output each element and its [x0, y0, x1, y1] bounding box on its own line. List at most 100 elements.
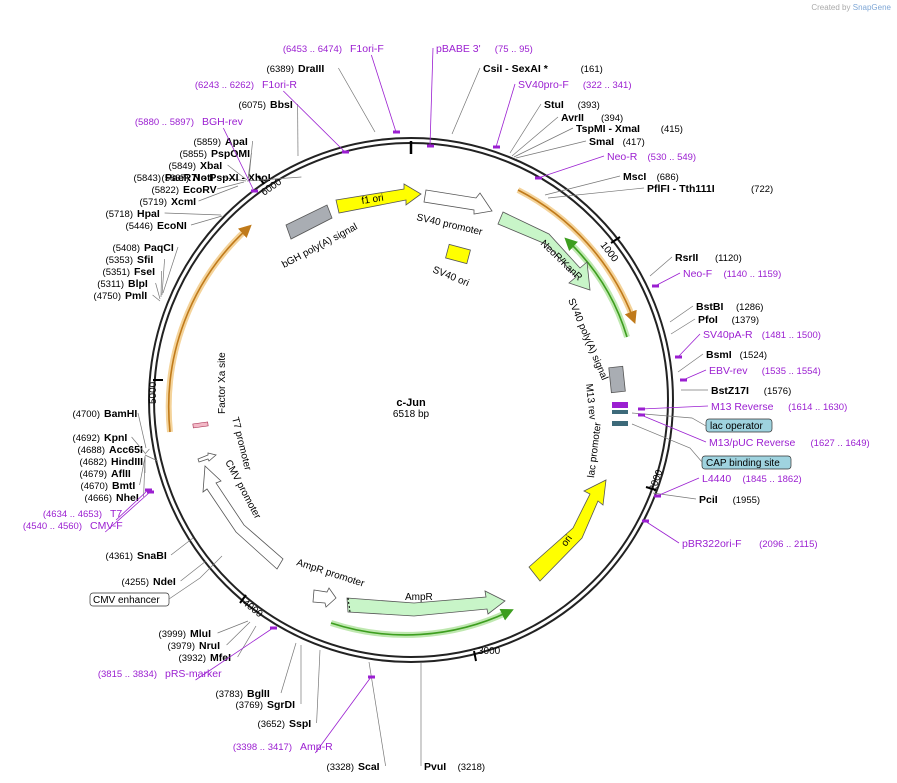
primer-prs-marker[interactable]: (3815 .. 3834)pRS-marker	[98, 626, 277, 681]
site-draiii[interactable]: (6389) DraIII	[267, 63, 376, 133]
primer-neo-r[interactable]: Neo-R(530 .. 549)	[535, 151, 696, 180]
lac-operator-box[interactable]: lac operator	[631, 412, 773, 433]
site-sfii[interactable]: (5353)SfiI	[106, 254, 165, 296]
site-apai[interactable]: (5859)ApaI	[194, 136, 253, 179]
primer-t7[interactable]: (4634 .. 4653)T7	[43, 488, 152, 521]
site-name: SfiI	[137, 254, 153, 266]
site-noti[interactable]: (5837)NotI	[162, 172, 247, 184]
site-paqci[interactable]: (5408) PaqCI	[113, 242, 179, 294]
site-name: BglII	[247, 688, 270, 700]
primer-cmv-f[interactable]: (4540 .. 4560)CMV-F	[23, 490, 154, 533]
site-xbai[interactable]: (5849)XbaI	[169, 160, 248, 181]
site-position: (722)	[751, 184, 773, 195]
site-bmti[interactable]: (4670)BmtI	[81, 456, 146, 492]
site-bglii[interactable]: (3783)BglII	[216, 642, 297, 700]
site-hindiii[interactable]: (4682)HindIII	[80, 454, 158, 468]
site-ndei[interactable]: (4255)NdeI	[122, 560, 207, 588]
primer-sv40pa-r[interactable]: SV40pA-R(1481 .. 1500)	[675, 329, 821, 359]
site-position: (3652)	[258, 719, 285, 730]
site-pfoi[interactable]: PfoI(1379)	[670, 314, 759, 335]
m13-rev-mark	[612, 402, 628, 408]
primer-pbr322ori-f[interactable]: pBR322ori-F(2096 .. 2115)	[642, 519, 818, 551]
site-kpni[interactable]: (4692)KpnI	[73, 432, 146, 454]
site-name: ScaI	[358, 761, 380, 773]
primer-pbabe-3[interactable]: pBABE 3'(75 .. 95)	[427, 43, 533, 148]
site-pflfi-tth111i[interactable]: PflFI - Tth111I (722)	[547, 183, 773, 199]
cap-binding-site-box[interactable]: CAP binding site	[631, 423, 792, 470]
primer-neo-f[interactable]: Neo-F(1140 .. 1159)	[652, 268, 781, 288]
site-bstz17i[interactable]: BstZ17I(1576)	[681, 385, 791, 397]
site-name: BstBI	[696, 301, 724, 313]
site-paer7i-pspxi-xhoi[interactable]: (5843)PaeR7I - PspXI - XhoI	[134, 172, 302, 184]
site-sgrdi[interactable]: (3769)SgrDI	[236, 645, 302, 711]
plasmid-name: c-Jun	[396, 397, 426, 409]
site-name: HindIII	[111, 456, 143, 468]
primer-m13-reverse[interactable]: M13 Reverse(1614 .. 1630)	[638, 401, 847, 413]
site-smai[interactable]: SmaI(417)	[515, 136, 645, 159]
site-avrii[interactable]: AvrII(394)	[511, 112, 623, 157]
site-bstbi[interactable]: BstBI(1286)	[669, 301, 763, 323]
primer-range: (1845 .. 1862)	[743, 474, 802, 485]
primer-f1ori-r[interactable]: (6243 .. 6262)F1ori-R	[195, 79, 349, 154]
site-msci[interactable]: MscI(686)	[544, 171, 679, 196]
cmv-enhancer-box[interactable]: CMV enhancer	[89, 555, 223, 607]
site-name: StuI	[544, 99, 564, 111]
site-scai[interactable]: (3328)ScaI	[327, 661, 386, 773]
site-name: SnaBI	[137, 550, 167, 562]
site-stui[interactable]: StuI(393)	[509, 99, 600, 154]
site-pmli[interactable]: (4750)PmlI	[94, 290, 161, 302]
site-position: (5446)	[126, 221, 153, 232]
site-name: DraIII	[298, 63, 324, 75]
primer-amp-r[interactable]: (3398 .. 3417)Amp-R	[233, 675, 375, 754]
site-position: (6075)	[239, 100, 266, 111]
f1-ori-label: f1 ori	[361, 193, 385, 207]
site-bbsi[interactable]: (6075)BbsI	[239, 99, 299, 157]
site-ecorv[interactable]: (5822)EcoRV	[152, 181, 245, 196]
site-sspi[interactable]: (3652) SspI	[258, 649, 321, 730]
primer-range: (1481 .. 1500)	[762, 330, 821, 341]
site-bsmi[interactable]: BsmI(1524)	[677, 349, 767, 373]
site-blpi[interactable]: (5311)BlpI	[97, 278, 161, 300]
site-name: PflFI - Tth111I	[647, 183, 715, 195]
primer-f1ori-f[interactable]: (6453 .. 6474)F1ori-F	[283, 43, 400, 134]
sv40-ori-label: SV40 ori	[431, 265, 471, 290]
site-mfei[interactable]: (3932)MfeI	[179, 625, 257, 664]
site-hpai[interactable]: (5718)HpaI	[106, 208, 222, 220]
site-name: PspOMI	[211, 148, 250, 160]
site-aflii[interactable]: (4679)AflII	[80, 456, 146, 480]
primer-bgh-rev[interactable]: (5880 .. 5897)BGH-rev	[135, 116, 258, 193]
site-position: (5408)	[113, 243, 140, 254]
site-fsei[interactable]: (5351)FseI	[103, 266, 162, 298]
site-bamhi[interactable]: (4700)BamHI	[73, 408, 147, 449]
site-pvui[interactable]: PvuI(3218)	[420, 663, 485, 773]
ampr-promoter-arrow	[312, 587, 337, 608]
primer-m13-puc-reverse[interactable]: M13/pUC Reverse(1627 .. 1649)	[638, 413, 870, 450]
site-nrui[interactable]: (3979)NruI	[168, 621, 251, 652]
site-name: MfeI	[210, 652, 231, 664]
site-position: (5859)	[194, 137, 221, 148]
site-name: PaqCI	[144, 242, 174, 254]
site-position: (4670)	[81, 481, 108, 492]
site-tspmi-xmai[interactable]: TspMI - XmaI(415)	[513, 123, 683, 158]
site-name: SspI	[289, 718, 311, 730]
site-csii-sexai[interactable]: CsiI - SexAI *(161)	[451, 63, 603, 135]
primer-ebv-rev[interactable]: EBV-rev(1535 .. 1554)	[680, 365, 821, 382]
primer-range: (6243 .. 6262)	[195, 80, 254, 91]
primer-l4440[interactable]: L4440(1845 .. 1862)	[654, 473, 802, 498]
primer-name: pBABE 3'	[436, 43, 481, 55]
site-position: (6389)	[267, 64, 294, 75]
site-xcmi[interactable]: (5719)XcmI	[140, 185, 239, 208]
primer-sv40pro-f[interactable]: SV40pro-F(322 .. 341)	[493, 79, 631, 149]
site-econi[interactable]: (5446)EcoNI	[126, 215, 223, 232]
site-position: (1120)	[715, 253, 742, 264]
site-pcii[interactable]: PciI(1955)	[652, 492, 760, 506]
site-mlui[interactable]: (3999)MluI	[159, 620, 249, 640]
site-acc65i[interactable]: (4688)Acc65I	[78, 444, 150, 456]
primer-range: (4634 .. 4653)	[43, 509, 102, 520]
site-rsrii[interactable]: RsrII(1120)	[649, 252, 742, 277]
site-name: PvuI	[424, 761, 446, 773]
svg-text:lac operator: lac operator	[710, 421, 763, 432]
primer-range: (1614 .. 1630)	[788, 402, 847, 413]
site-snabi[interactable]: (4361)SnaBI	[106, 537, 194, 562]
tick-4000: 4000	[239, 594, 265, 620]
